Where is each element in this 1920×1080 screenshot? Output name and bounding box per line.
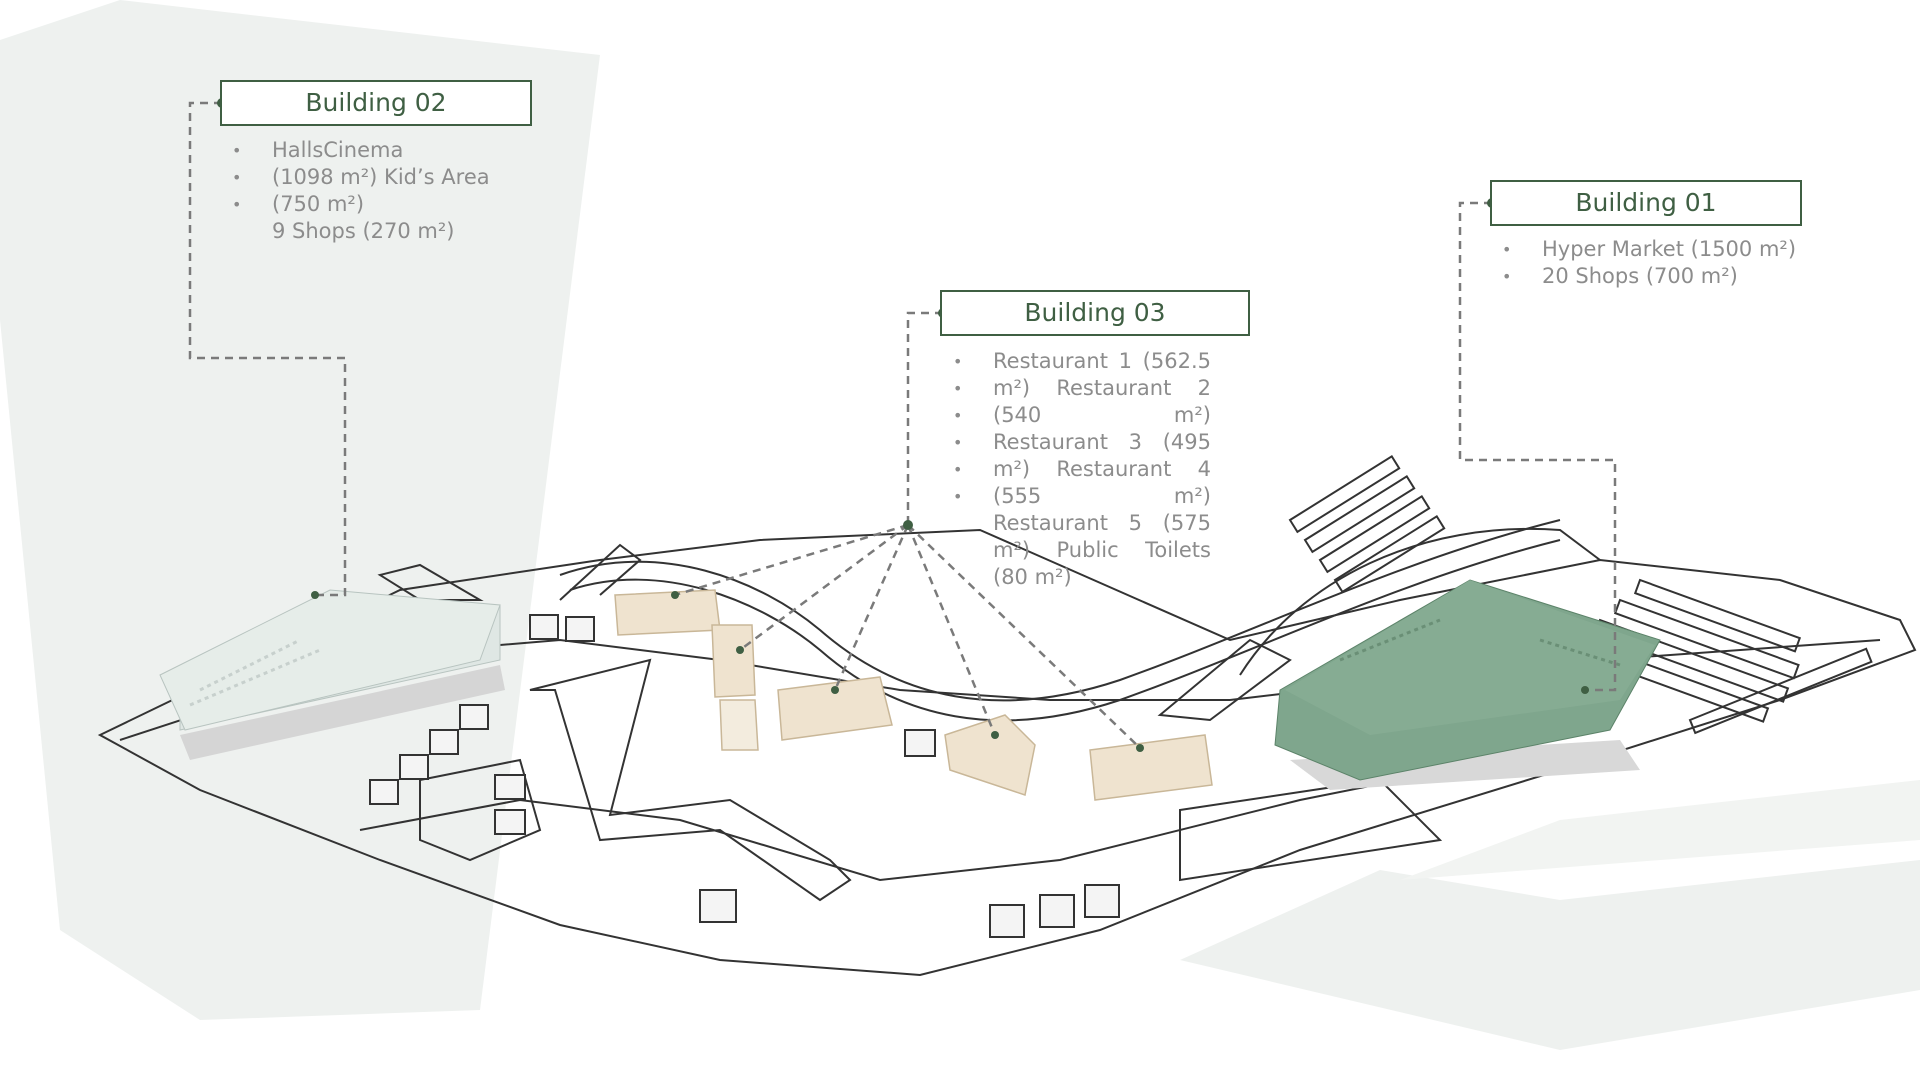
- leader-branch: [907, 524, 1141, 749]
- background-shape-left: [0, 0, 600, 1020]
- site-boundary: [97, 528, 1917, 977]
- kiosk: [989, 904, 1025, 938]
- leader-node: [671, 591, 679, 599]
- kiosk: [1039, 894, 1075, 928]
- restaurant-block: [777, 676, 893, 741]
- parking-row: [1688, 647, 1873, 735]
- building-01-roof-top: [1285, 580, 1655, 735]
- loop-road: [1239, 528, 1601, 676]
- leader-lines: [188, 101, 1617, 749]
- kiosk: [904, 729, 936, 757]
- list-item: m²) Restaurant 2: [953, 375, 1211, 402]
- restaurant-blocks: [614, 589, 1213, 801]
- wedge-3: [1157, 638, 1292, 722]
- kiosks: [369, 614, 1120, 938]
- list-item: Hyper Market (1500 m²): [1502, 236, 1842, 263]
- kiosk: [1084, 884, 1120, 918]
- list-item: Restaurant 3 (495: [953, 429, 1211, 456]
- list-item: Restaurant 1 (562.5: [953, 348, 1211, 375]
- leader-branch: [674, 523, 909, 597]
- leader-node: [831, 686, 839, 694]
- wedge-2: [377, 563, 484, 601]
- leader-line-building-03: [906, 311, 943, 525]
- leader-node: [1136, 744, 1144, 752]
- restaurant-block: [711, 624, 756, 698]
- kiosk: [494, 774, 526, 800]
- building-02-roof: [159, 589, 501, 731]
- parking-row: [1318, 495, 1431, 574]
- list-item: 20 Shops (700 m²): [1502, 263, 1842, 290]
- list-item: 9 Shops (270 m²): [272, 219, 455, 243]
- parking-row: [1288, 455, 1401, 534]
- list-item: (540 m²): [953, 402, 1211, 429]
- list-item: m²) Restaurant 4: [953, 456, 1211, 483]
- road-curve: [559, 519, 1561, 702]
- kiosk: [399, 754, 429, 780]
- background-shape-right: [1180, 860, 1920, 1050]
- kiosk: [565, 616, 595, 642]
- building-02-title: Building 02: [220, 80, 532, 126]
- building-02-shadow: [180, 665, 505, 760]
- parking-row: [1633, 578, 1802, 653]
- list-item: Restaurant 5 (575: [993, 511, 1211, 535]
- leader-node: [903, 520, 913, 530]
- parking-row: [1303, 475, 1416, 554]
- restaurant-block: [614, 589, 721, 636]
- list-item: (1098 m²) Kid’s Area: [232, 164, 532, 191]
- lower-strip: [1179, 778, 1443, 882]
- leader-node: [736, 646, 744, 654]
- background-shapes: [0, 0, 1920, 1050]
- list-item: (80 m²): [993, 565, 1072, 589]
- building-01-volume: [1274, 579, 1661, 790]
- building-02-roof-lines: [189, 638, 321, 707]
- kiosk: [369, 779, 399, 805]
- restaurant-block: [944, 714, 1036, 796]
- kiosk: [699, 889, 737, 923]
- leader-branch: [739, 523, 909, 652]
- building-01-roof-lines: [1339, 618, 1621, 667]
- leader-node: [991, 731, 999, 739]
- restaurant-block: [719, 699, 759, 751]
- kiosk: [529, 614, 559, 640]
- leader-branch: [906, 524, 997, 736]
- zigzag-wall: [529, 658, 852, 902]
- leader-node: [311, 591, 319, 599]
- building-03-title: Building 03: [940, 290, 1250, 336]
- parking-row: [1333, 515, 1446, 594]
- building-01-title: Building 01: [1490, 180, 1802, 226]
- restaurant-block: [1089, 734, 1213, 801]
- kiosk: [429, 729, 459, 755]
- building-03-details: Restaurant 1 (562.5 m²) Restaurant 2 (54…: [953, 348, 1211, 591]
- list-item: (750 m²): [232, 191, 532, 218]
- kiosk: [494, 809, 526, 835]
- list-item: HallsCinema: [232, 137, 532, 164]
- parking-row: [1613, 598, 1800, 680]
- wedge-1: [559, 543, 642, 601]
- building-01-shadow: [1290, 740, 1640, 790]
- leader-branch: [833, 524, 910, 691]
- leader-node: [1581, 686, 1589, 694]
- building-01-details: Hyper Market (1500 m²) 20 Shops (700 m²): [1502, 236, 1842, 290]
- list-item: m²) Public Toilets: [993, 538, 1211, 562]
- kiosk: [459, 704, 489, 730]
- list-item: (555 m²): [953, 483, 1211, 510]
- background-shape-right-upper: [1400, 780, 1920, 880]
- leader-line-building-02: [188, 101, 347, 597]
- leader-line-building-01: [1458, 201, 1617, 692]
- building-02-volume: [159, 589, 505, 760]
- building-02-details: HallsCinema (1098 m²) Kid’s Area (750 m²…: [232, 137, 532, 245]
- lower-court: [419, 758, 542, 862]
